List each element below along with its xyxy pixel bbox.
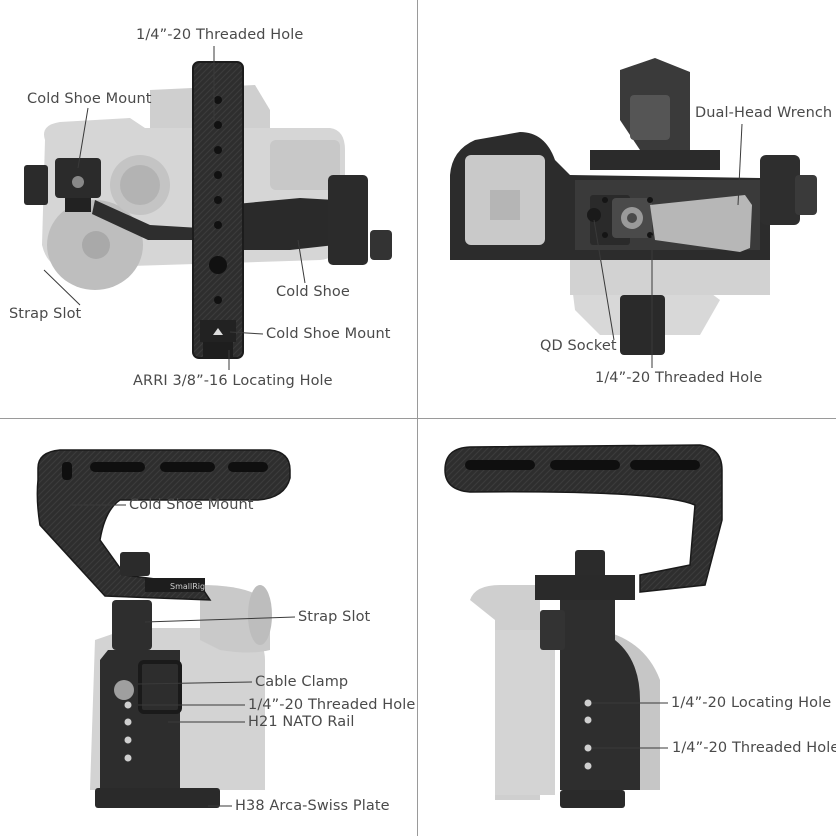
top-left-camera-rig [24,61,392,359]
label-cold-shoe: Cold Shoe [276,284,350,300]
label-threaded-hole-bottom-right: 1/4”-20 Threaded Hole [672,740,836,756]
bottom-right-camera-rig [444,444,723,808]
top-right-camera-rig [450,58,817,355]
label-cold-shoe-mount-bottom-top-left: Cold Shoe Mount [266,326,391,342]
label-strap-slot-bottom-left: Strap Slot [298,609,371,625]
label-threaded-hole-top-left: 1/4”-20 Threaded Hole [136,27,304,43]
label-nato-rail: H21 NATO Rail [248,714,355,730]
brand-logo-bar: SmallRig [170,582,205,591]
label-cold-shoe-mount-top-left: Cold Shoe Mount [27,91,152,107]
label-threaded-hole-bottom-left: 1/4”-20 Threaded Hole [248,697,416,713]
label-dual-head-wrench: Dual-Head Wrench [695,105,833,121]
label-arca-swiss-plate: H38 Arca-Swiss Plate [235,798,390,814]
label-strap-slot-top-left: Strap Slot [9,306,82,322]
bottom-left-camera-rig: SmallRig [36,449,291,808]
label-qd-socket: QD Socket [540,338,617,354]
label-locating-hole-bottom-right: 1/4”-20 Locating Hole [671,695,832,711]
label-arri-locating-hole: ARRI 3/8”-16 Locating Hole [133,373,333,389]
label-threaded-hole-top-right: 1/4”-20 Threaded Hole [595,370,763,386]
label-cable-clamp: Cable Clamp [255,674,349,690]
leader-lines [43,46,743,807]
horizontal-divider [0,418,836,419]
label-cold-shoe-mount-bottom-left: Cold Shoe Mount [129,497,254,513]
